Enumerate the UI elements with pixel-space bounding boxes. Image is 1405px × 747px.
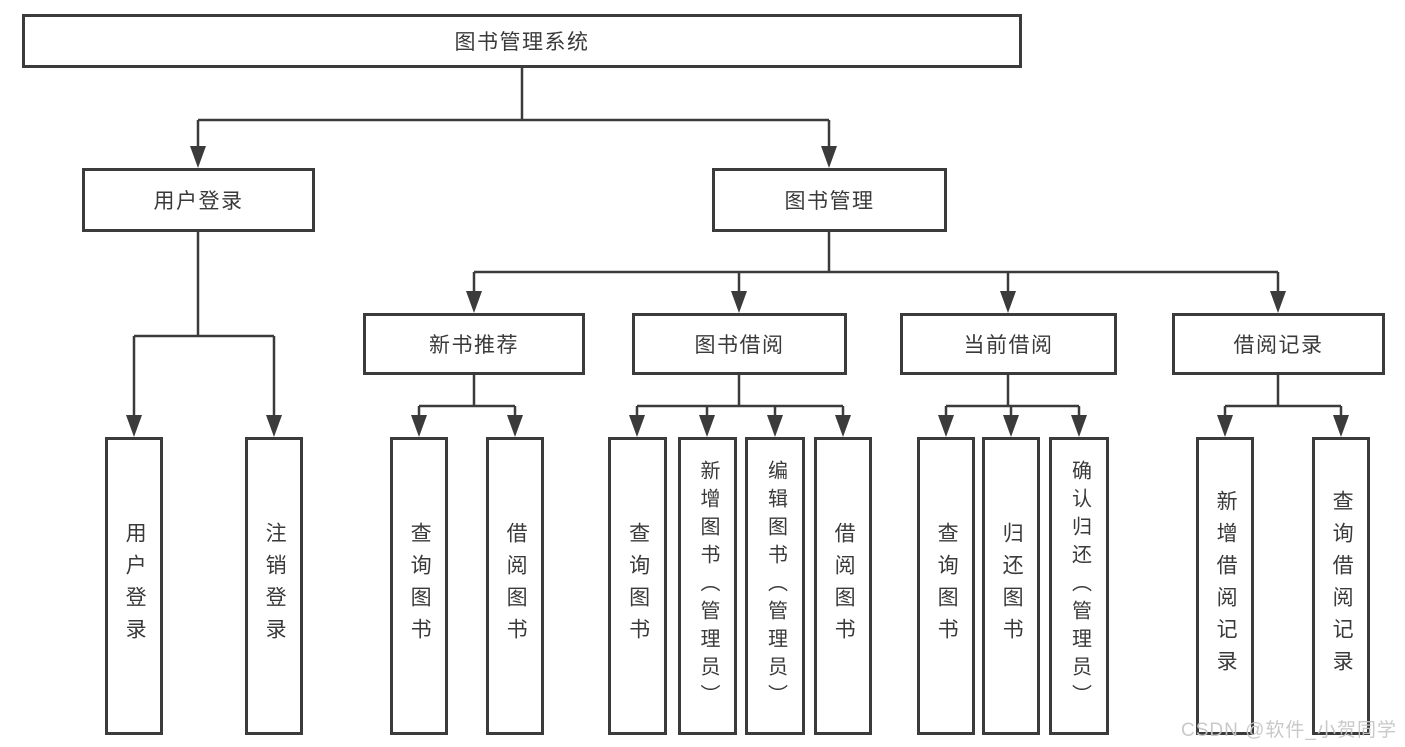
node-root-label: 图书管理系统 — [454, 31, 590, 54]
leaf-label: 编辑图书（管理员） — [764, 460, 787, 712]
leaf-label: 查询图书 — [935, 522, 959, 650]
node-book-management-module: 图书管理 — [712, 168, 947, 232]
node-label: 借阅记录 — [1233, 334, 1324, 357]
node-book-borrow: 图书借阅 — [632, 313, 847, 375]
leaf-user-login: 用户登录 — [105, 437, 163, 735]
leaf-add-borrow-record: 新增借阅记录 — [1196, 437, 1254, 735]
leaf-label: 归还图书 — [1000, 522, 1024, 650]
leaf-return-books: 归还图书 — [982, 437, 1040, 735]
node-borrow-records: 借阅记录 — [1172, 313, 1385, 375]
leaf-borrow-books: 借阅图书 — [814, 437, 872, 735]
leaf-label: 确认归还（管理员） — [1068, 460, 1091, 712]
node-root-system: 图书管理系统 — [22, 14, 1022, 68]
leaf-query-borrow-record: 查询借阅记录 — [1312, 437, 1370, 735]
csdn-watermark: CSDN @软件_小贺同学 — [1181, 720, 1397, 741]
tree-edges — [132, 68, 1343, 419]
leaf-query-books: 查询图书 — [917, 437, 975, 735]
leaf-label: 用户登录 — [123, 522, 147, 650]
leaf-confirm-return-admin: 确认归还（管理员） — [1049, 437, 1109, 735]
leaf-label: 新增借阅记录 — [1214, 490, 1238, 682]
leaf-label: 查询借阅记录 — [1330, 490, 1354, 682]
leaf-edit-books-admin: 编辑图书（管理员） — [745, 437, 805, 735]
leaf-label: 查询图书 — [408, 522, 432, 650]
node-label: 当前借阅 — [963, 334, 1054, 357]
node-user-login-module: 用户登录 — [82, 168, 315, 232]
node-current-borrow: 当前借阅 — [900, 313, 1117, 375]
leaf-label: 借阅图书 — [832, 522, 856, 650]
leaf-add-books-admin: 新增图书（管理员） — [678, 437, 737, 735]
node-label: 用户登录 — [153, 190, 244, 213]
node-label: 图书管理 — [784, 190, 875, 213]
leaf-label: 新增图书（管理员） — [697, 460, 719, 712]
leaf-query-books: 查询图书 — [390, 437, 448, 735]
leaf-borrow-books: 借阅图书 — [486, 437, 544, 735]
leaf-label: 查询图书 — [626, 522, 650, 650]
leaf-query-books: 查询图书 — [608, 437, 667, 735]
node-label: 新书推荐 — [429, 334, 519, 357]
node-new-book-recommend: 新书推荐 — [363, 313, 585, 375]
arrowhead-icons — [126, 146, 1349, 437]
leaf-label: 借阅图书 — [504, 522, 528, 650]
node-label: 图书借阅 — [694, 334, 785, 357]
leaf-label: 注销登录 — [263, 522, 287, 650]
leaf-logout: 注销登录 — [245, 437, 303, 735]
